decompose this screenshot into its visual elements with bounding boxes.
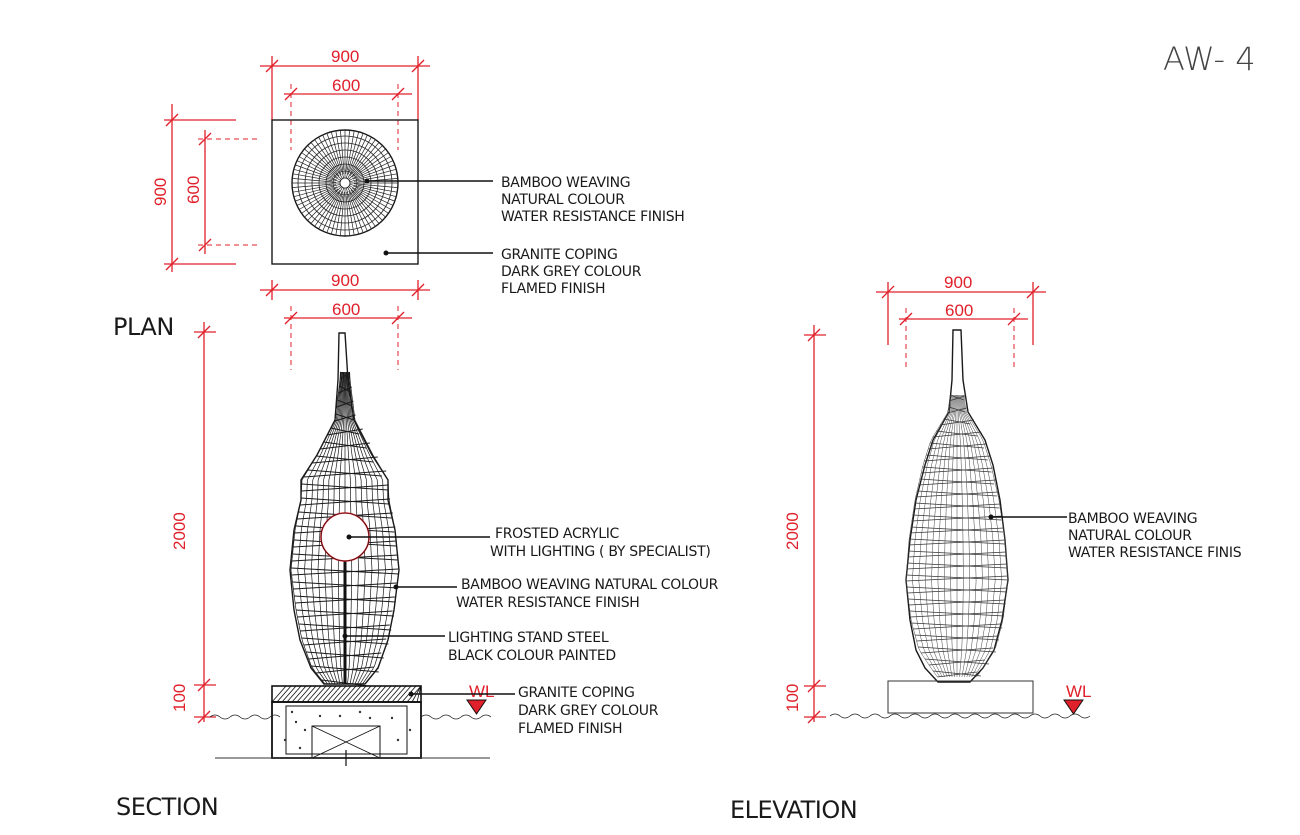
plan-granite-note: GRANITE COPING DARK GREY COLOUR FLAMED F…: [501, 247, 645, 297]
elevation-top-dimension: 900 600: [876, 273, 1046, 368]
section-acrylic-note: FROSTED ACRYLIC WITH LIGHTING ( BY SPECI…: [490, 526, 711, 560]
elevation-water-level-marker: [1063, 699, 1084, 715]
section-stand-note: LIGHTING STAND STEEL BLACK COLOUR PAINTE…: [448, 630, 616, 664]
section-height-dim: 2000: [170, 512, 189, 550]
plan-left-inner-dim: 600: [184, 176, 203, 204]
elevation-water-level-label: WL: [1066, 682, 1092, 701]
plan-top-outer-dim: 900: [331, 47, 359, 66]
section-view: 2000 100 WL: [116, 322, 722, 821]
elevation-bamboo-lantern: [905, 329, 1009, 683]
elevation-height-dim: 2000: [783, 512, 802, 550]
elevation-base-dim: 100: [783, 684, 802, 712]
elevation-water-surface: [829, 713, 1091, 719]
plan-granite-coping: [271, 119, 419, 265]
plan-bamboo-note: BAMBOO WEAVING NATURAL COLOUR WATER RESI…: [501, 175, 685, 225]
elevation-granite-base: [887, 680, 1034, 714]
section-height-dimension: 2000 100: [170, 322, 216, 724]
elevation-top-outer-dim: 900: [944, 273, 972, 292]
elevation-view: 900 600 2000 100 WL: [730, 273, 1242, 824]
elevation-bamboo-note: BAMBOO WEAVING NATURAL COLOUR WATER RESI…: [1068, 511, 1242, 561]
section-bamboo-note: BAMBOO WEAVING NATURAL COLOUR WATER RESI…: [456, 577, 722, 611]
section-water-surface-right: [420, 714, 492, 720]
plan-bottom-inner-dim: 600: [332, 300, 360, 319]
section-water-level-label: WL: [469, 682, 495, 701]
section-view-title: SECTION: [116, 793, 218, 821]
section-granite-base: [271, 685, 422, 759]
plan-left-dimension: 900 600: [151, 104, 258, 272]
plan-view: 900 600 900 600: [113, 47, 685, 370]
plan-bottom-outer-dim: 900: [331, 271, 359, 290]
plan-view-title: PLAN: [113, 313, 174, 341]
elevation-top-inner-dim: 600: [945, 301, 973, 320]
section-granite-note: GRANITE COPING DARK GREY COLOUR FLAMED F…: [518, 685, 662, 737]
section-water-surface-left: [209, 714, 281, 720]
section-water-level-marker: [466, 699, 487, 715]
elevation-view-title: ELEVATION: [730, 796, 857, 824]
sheet-code: AW- 4: [1163, 40, 1256, 78]
plan-top-dimension: 900 600: [260, 47, 430, 150]
plan-bamboo-weave: [291, 129, 399, 237]
plan-top-inner-dim: 600: [332, 76, 360, 95]
section-base-dim: 100: [170, 684, 189, 712]
plan-left-outer-dim: 900: [151, 178, 170, 206]
elevation-height-dimension: 2000 100: [783, 325, 826, 724]
plan-bottom-dimension: 900 600: [260, 271, 430, 370]
